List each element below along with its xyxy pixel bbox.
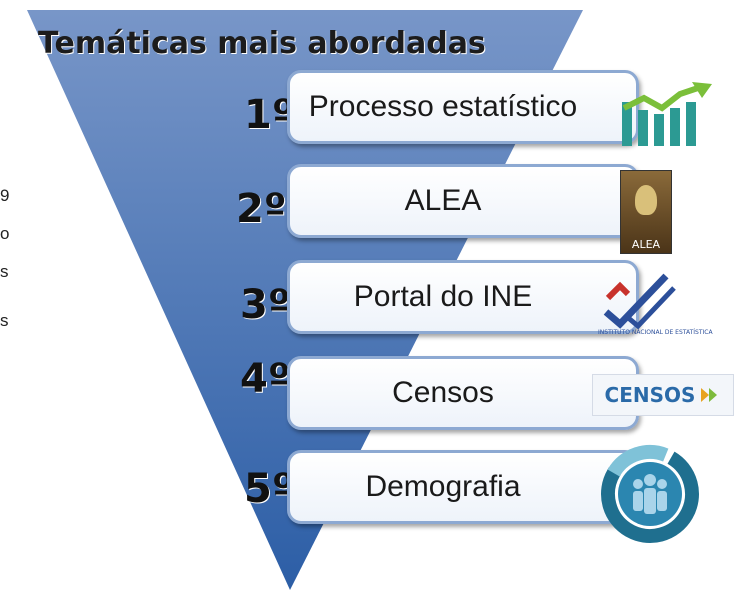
censos-logo-icon: CENSOS (592, 374, 734, 416)
topic-label-1: Processo estatístico (308, 90, 578, 123)
rank-3: 3º (240, 282, 291, 328)
topic-label-2: ALEA (404, 184, 482, 217)
diagram-title: Temáticas mais abordadas (38, 26, 486, 61)
rank-2: 2º (236, 186, 287, 232)
topic-bar-1: Processo estatístico (287, 70, 639, 144)
ine-logo-text: INSTITUTO NACIONAL DE ESTATÍSTICA (598, 329, 713, 336)
topic-bar-4: Censos (287, 356, 639, 430)
rank-4: 4º (240, 356, 291, 402)
rank-5: 5º (244, 466, 295, 512)
censos-logo-text: CENSOS (604, 383, 696, 407)
alea-logo-text: ALEA (631, 238, 661, 251)
left-text-fragment: s (0, 262, 9, 281)
topic-bar-2: ALEA (287, 164, 639, 238)
topic-bar-5: Demografia (287, 450, 639, 524)
alea-logo-icon: ALEA (620, 170, 672, 254)
people-ring-icon (601, 444, 699, 543)
topic-bar-3: Portal do INE (287, 260, 639, 334)
censos-arrow-icon (701, 388, 718, 402)
left-text-fragment: 9 (0, 186, 10, 205)
alea-figure (635, 185, 657, 215)
left-text-fragment: s (0, 311, 9, 330)
topic-label-3: Portal do INE (353, 280, 533, 313)
ine-logo-icon: INSTITUTO NACIONAL DE ESTATÍSTICA (598, 273, 713, 336)
bar-chart-icon (622, 82, 712, 146)
topic-label-4: Censos (392, 376, 494, 409)
left-text-fragment: o (0, 224, 10, 243)
topic-label-5: Demografia (365, 470, 521, 503)
rank-1: 1º (244, 92, 295, 138)
